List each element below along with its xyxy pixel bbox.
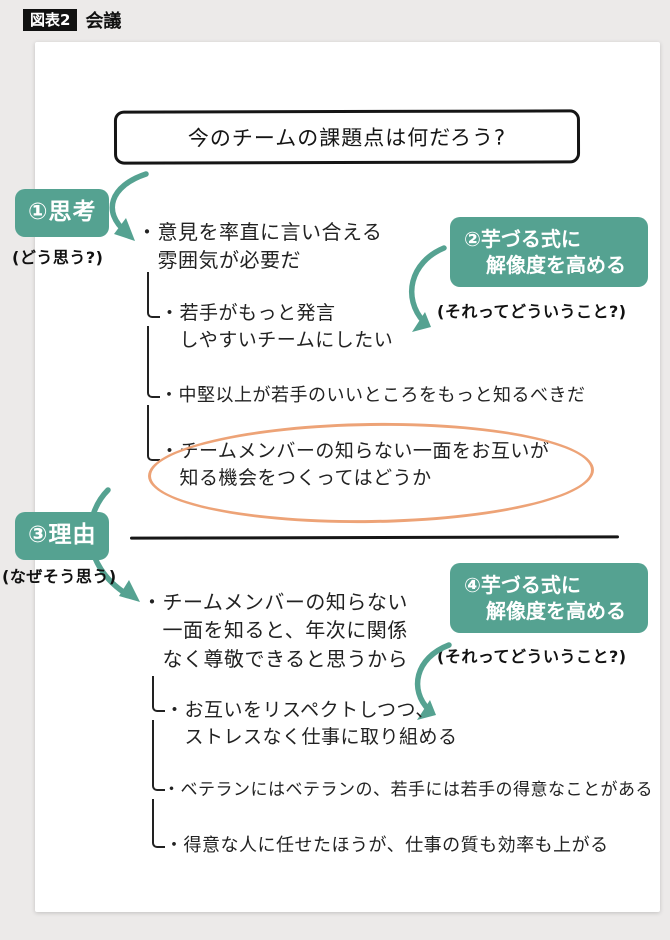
diagram-card: 今のチームの課題点は何だろう? ①思考 (どう思う?) ②芋づる式に 解像度を高… xyxy=(2,42,660,912)
step1-badge: ①思考 xyxy=(15,189,110,237)
connector-2b xyxy=(152,720,165,791)
thought-sub-2b: ・ベテランにはベテランの、若手には若手の得意なことがある xyxy=(163,780,653,800)
step2-badge: ②芋づる式に 解像度を高める xyxy=(450,217,648,287)
connector-2c xyxy=(152,799,165,848)
curved-arrow-1-icon xyxy=(98,168,158,248)
step3-caption: (なぜそう思う) xyxy=(2,567,117,586)
step4-caption: (それってどういうこと?) xyxy=(437,647,627,666)
connector-1b xyxy=(147,326,160,398)
connector-1c xyxy=(147,405,160,461)
connector-2a xyxy=(152,676,165,712)
thought-sub-2c: ・得意な人に任せたほうが、仕事の質も効率も上がる xyxy=(165,835,609,856)
step4-badge: ④芋づる式に 解像度を高める xyxy=(450,563,648,633)
thought-sub-2a: ・お互いをリスペクトしつつ、 ストレスなく仕事に取り組める xyxy=(165,699,458,748)
highlight-ellipse xyxy=(147,419,595,527)
figure-label-chip: 図表2 xyxy=(23,9,78,31)
step4-badge-line1: ④芋づる式に xyxy=(464,573,581,597)
step3-badge: ③理由 xyxy=(15,512,110,560)
question-box: 今のチームの課題点は何だろう? xyxy=(113,109,581,165)
connector-1a xyxy=(147,272,160,318)
figure-header: 図表2 会議 xyxy=(23,7,121,33)
curved-arrow-4-icon xyxy=(403,640,458,725)
thought-sub-1a: ・若手がもっと発言 しやすいチームにしたい xyxy=(160,302,394,351)
thought-sub-1b: ・中堅以上が若手のいいところをもっと知るべきだ xyxy=(160,385,586,406)
curved-arrow-2-icon xyxy=(398,242,453,337)
step2-caption: (それってどういうこと?) xyxy=(437,302,627,321)
figure-title: 会議 xyxy=(85,11,122,32)
thought-main-2: ・チームメンバーの知らない 一面を知ると、年次に関係 なく尊敬できると思うから xyxy=(142,590,409,671)
step1-caption: (どう思う?) xyxy=(12,248,104,267)
step2-badge-line2: 解像度を高める xyxy=(486,253,626,277)
thought-main-1: ・意見を率直に言い合える 雰囲気が必要だ xyxy=(137,220,383,273)
step2-badge-line1: ②芋づる式に xyxy=(464,227,581,251)
section-divider xyxy=(129,535,620,540)
thought-sub-1c: ・チームメンバーの知らない一面をお互いが 知る機会をつくってはどうか xyxy=(160,440,550,489)
step4-badge-line2: 解像度を高める xyxy=(486,599,626,623)
